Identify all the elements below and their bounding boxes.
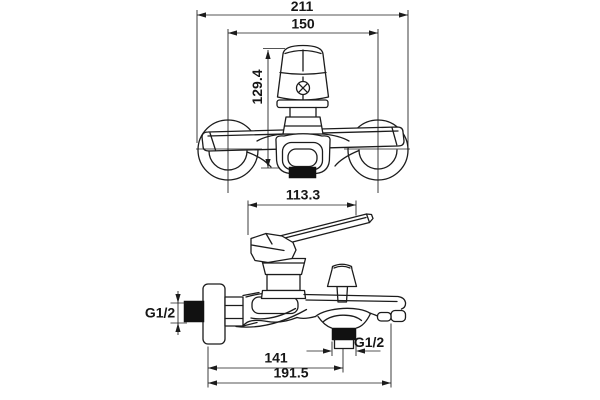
side-view: 113.3 G1/2 G1/2 141 [145,187,407,388]
dimension-overall-depth: 191.5 [207,323,392,388]
dimension-handle-depth: 113.3 [247,187,357,235]
dimension-label-handle-depth: 113.3 [286,187,320,203]
spout-front [246,133,360,179]
spout-side [242,293,407,329]
shower-outlet [331,327,357,350]
center-lines [196,29,410,193]
dimension-inlet-thread: G1/2 [145,291,187,335]
dimension-hole-spacing: 150 [228,16,378,36]
mixer-knob [276,44,330,101]
dimension-outlet-center-depth: 141 [208,349,344,373]
aerator-outlet [288,166,317,179]
valve-cap [260,257,307,300]
cartridge-housing [256,99,350,142]
screw-head-icon [295,80,311,96]
front-view: 211 150 129.4 [196,0,410,193]
dimension-label-hole-spacing: 150 [291,16,315,32]
diverter-knob [326,263,358,303]
inlet-connector [183,300,205,323]
dimension-label-overall-width: 211 [291,0,314,14]
union-nut [224,296,244,327]
dimension-label-overall-depth: 191.5 [273,365,308,381]
dimension-body-height: 129.4 [249,48,285,169]
dimension-label-outlet-thread: G1/2 [354,334,385,350]
dimension-label-body-height: 129.4 [249,69,265,104]
dimension-label-outlet-center-depth: 141 [264,350,288,366]
dimension-overall-width: 211 [196,0,409,148]
lever-handle [250,213,374,264]
wall-flange [202,283,226,345]
dimension-outlet-thread: G1/2 [306,334,385,356]
dimension-label-inlet-thread: G1/2 [145,305,176,321]
